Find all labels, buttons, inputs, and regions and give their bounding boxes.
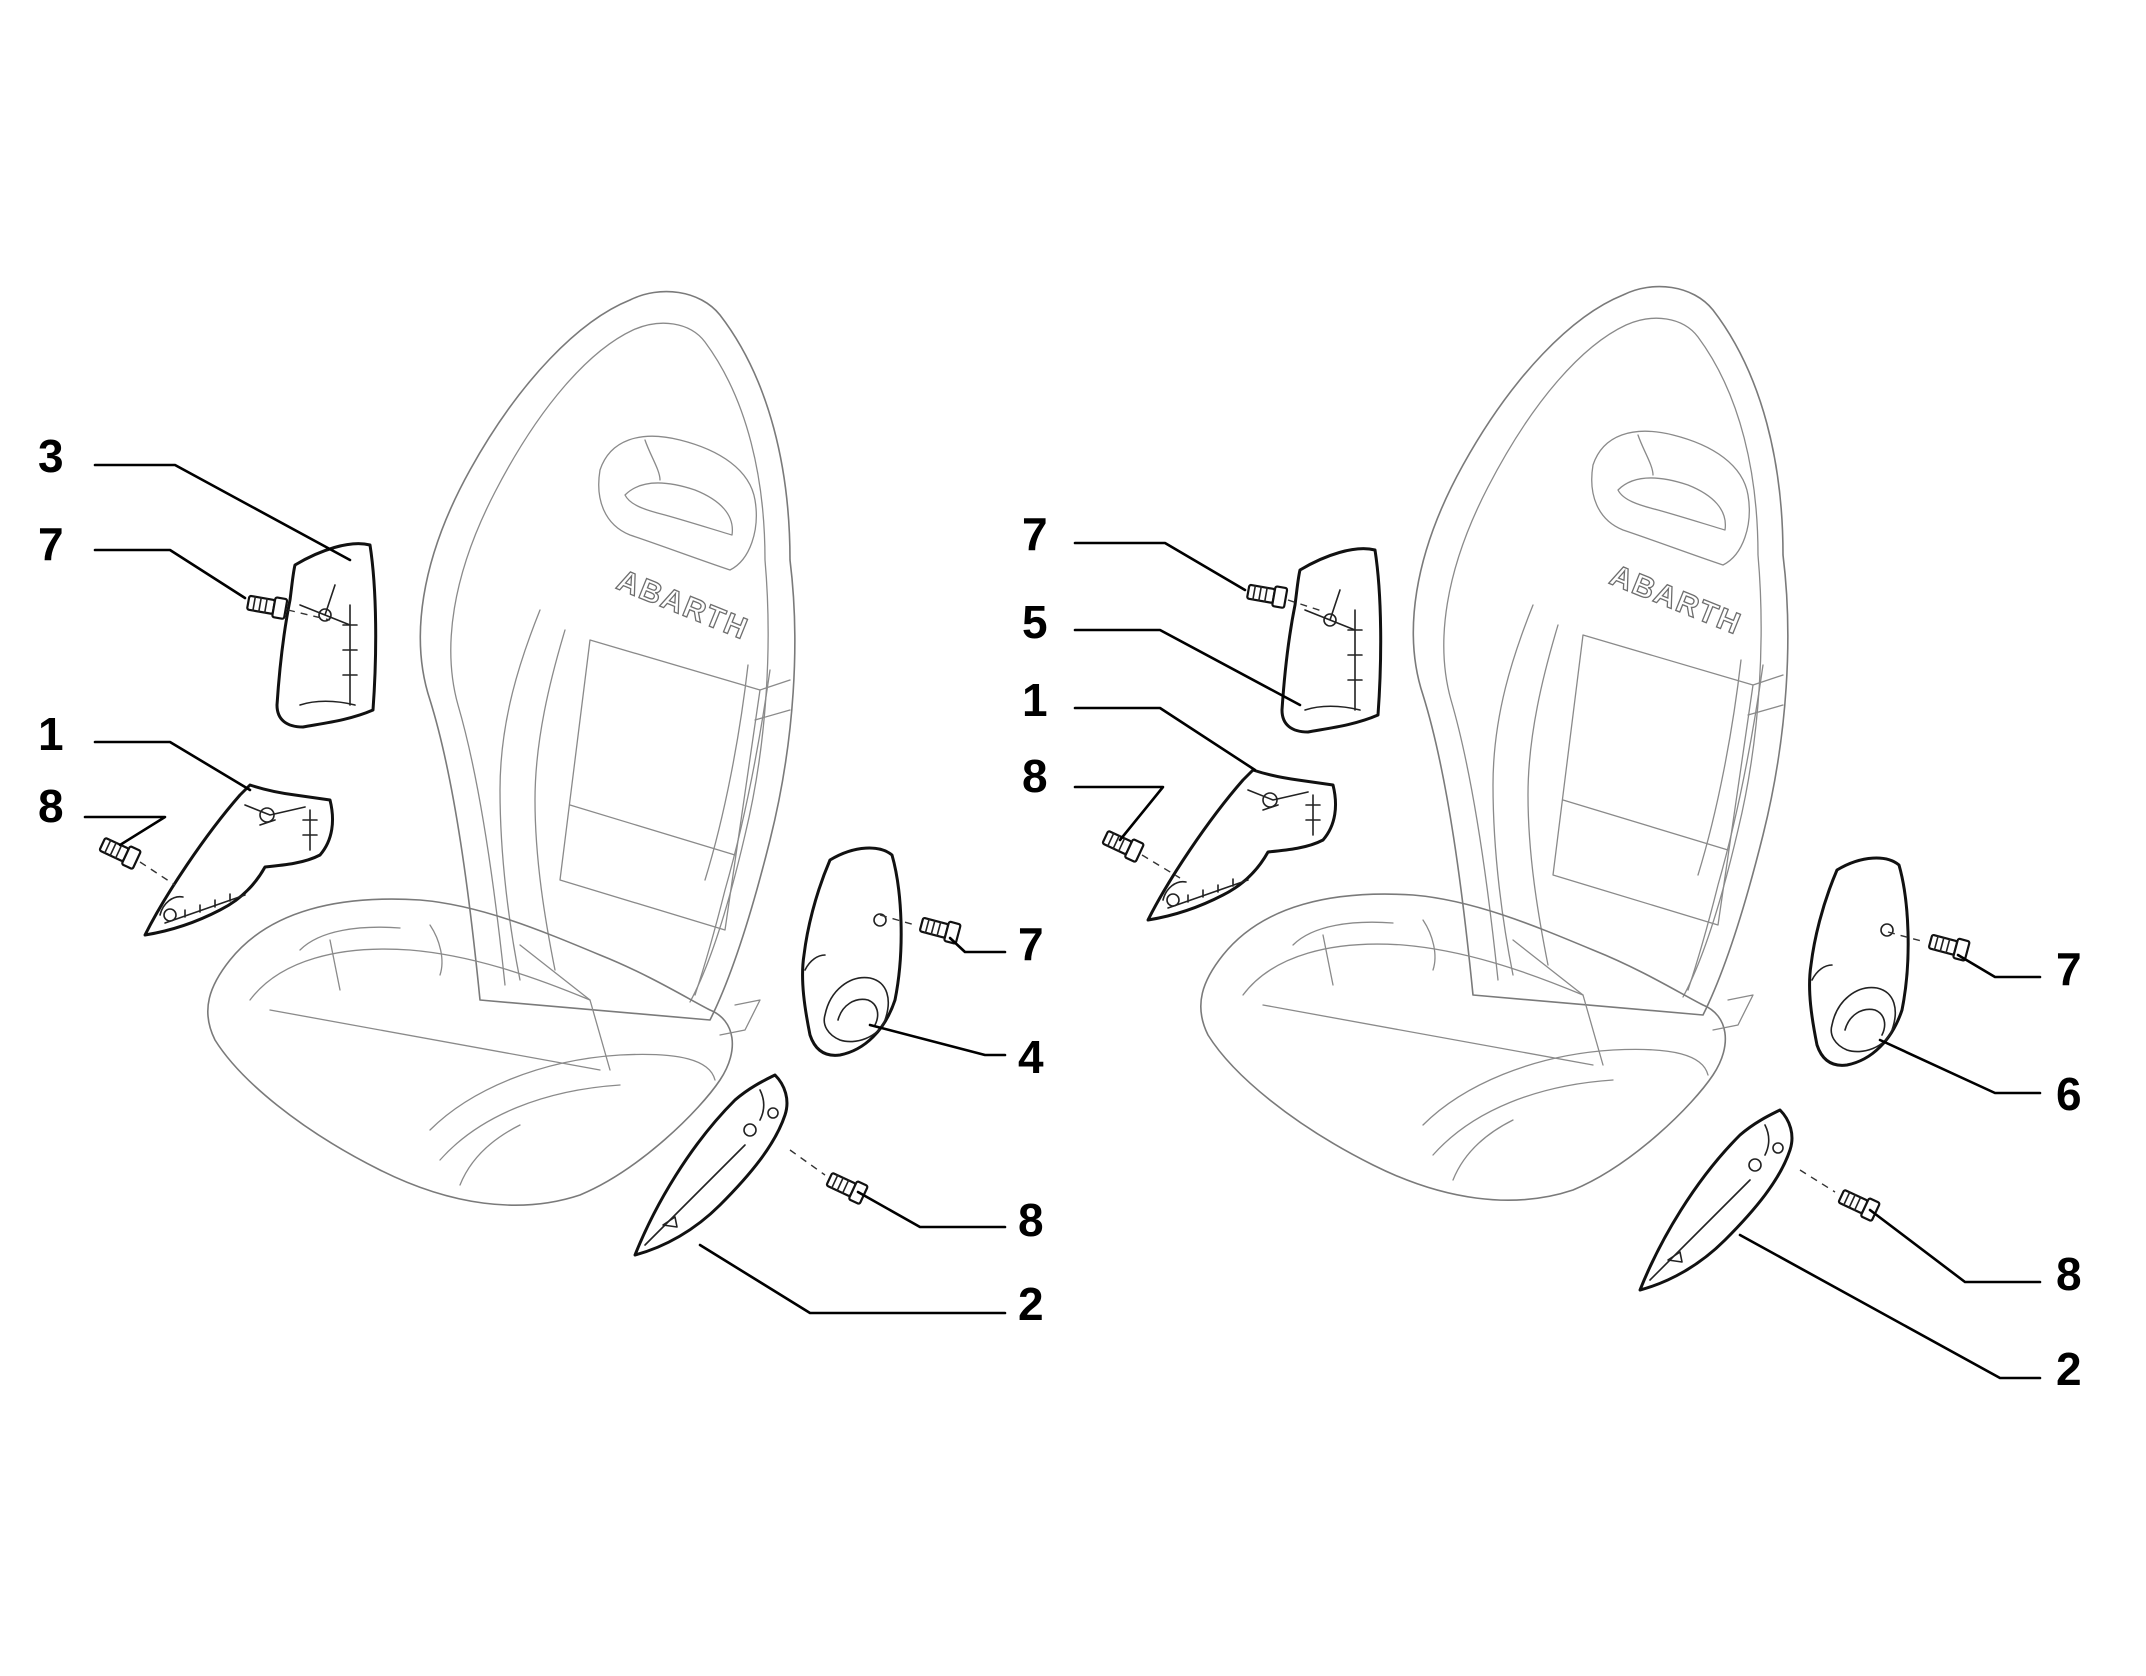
left-bolt-side: [917, 913, 962, 945]
right-seat-group: ABARTH: [1022, 285, 2082, 1395]
right-callout-2: 2: [2056, 1343, 2082, 1395]
right-leader-6: [1878, 1038, 2042, 1095]
right-leader-2: [1738, 1233, 2042, 1380]
right-leader-7b: [1956, 953, 2042, 979]
right-part-side-cover: [1808, 856, 1910, 1067]
right-callout-5: 5: [1022, 596, 1048, 648]
left-seat-logo: ABARTH: [612, 564, 753, 647]
left-callout-4: 4: [1018, 1031, 1044, 1083]
left-callout-2: 2: [1018, 1278, 1044, 1330]
left-leader-1: [93, 740, 252, 792]
right-axis-upper: [1287, 599, 1326, 613]
left-callout-8b: 8: [1018, 1194, 1044, 1246]
right-callout-8b: 8: [2056, 1248, 2082, 1300]
left-leader-3: [93, 463, 352, 562]
left-callout-7b: 7: [1018, 918, 1044, 970]
right-bolt-side: [1926, 930, 1971, 962]
right-callout-1: 1: [1022, 674, 1048, 726]
left-part-upper-cover: [275, 542, 378, 729]
left-part-lower-trim: [633, 1073, 789, 1257]
left-leader-7b: [948, 936, 1007, 954]
right-axis-lower: [1799, 1169, 1836, 1193]
left-bolt-recliner: [96, 833, 143, 871]
right-bolt-recliner: [1099, 826, 1146, 864]
right-part-recliner-trim: [1146, 768, 1338, 922]
left-callout-3: 3: [38, 430, 64, 482]
right-part-lower-trim: [1638, 1108, 1794, 1292]
right-bolt-lower: [1835, 1185, 1882, 1223]
right-leader-1: [1073, 706, 1257, 772]
left-leader-7a: [93, 548, 247, 600]
right-leader-7a: [1073, 541, 1247, 592]
right-leader-8b: [1868, 1208, 2042, 1284]
left-bolt-lower: [823, 1168, 870, 1206]
right-callout-6: 6: [2056, 1068, 2082, 1120]
right-leader-8a: [1073, 785, 1165, 842]
left-axis-lower: [789, 1149, 826, 1176]
right-axis-side: [1887, 931, 1926, 943]
left-part-recliner-trim: [143, 783, 335, 937]
right-bolt-upper: [1245, 580, 1289, 610]
right-callout-7b: 7: [2056, 943, 2082, 995]
left-axis-recliner: [139, 861, 176, 886]
right-callout-8a: 8: [1022, 750, 1048, 802]
left-bolt-upper: [245, 591, 289, 621]
left-callout-1: 1: [38, 708, 64, 760]
left-callout-8a: 8: [38, 780, 64, 832]
left-part-side-cover: [801, 846, 903, 1057]
right-seat: [1199, 285, 1789, 1201]
right-callout-7a: 7: [1022, 508, 1048, 560]
left-leader-8a: [83, 815, 167, 847]
left-leader-8b: [856, 1190, 1007, 1229]
right-leader-5: [1073, 628, 1302, 707]
left-axis-side: [879, 914, 916, 926]
right-seat-logo: ABARTH: [1605, 559, 1746, 642]
left-leader-2: [698, 1243, 1007, 1315]
left-seat-group: ABARTH: [38, 290, 1044, 1330]
left-seat: [206, 290, 796, 1206]
left-callout-7a: 7: [38, 518, 64, 570]
left-leader-4: [868, 1023, 1007, 1057]
